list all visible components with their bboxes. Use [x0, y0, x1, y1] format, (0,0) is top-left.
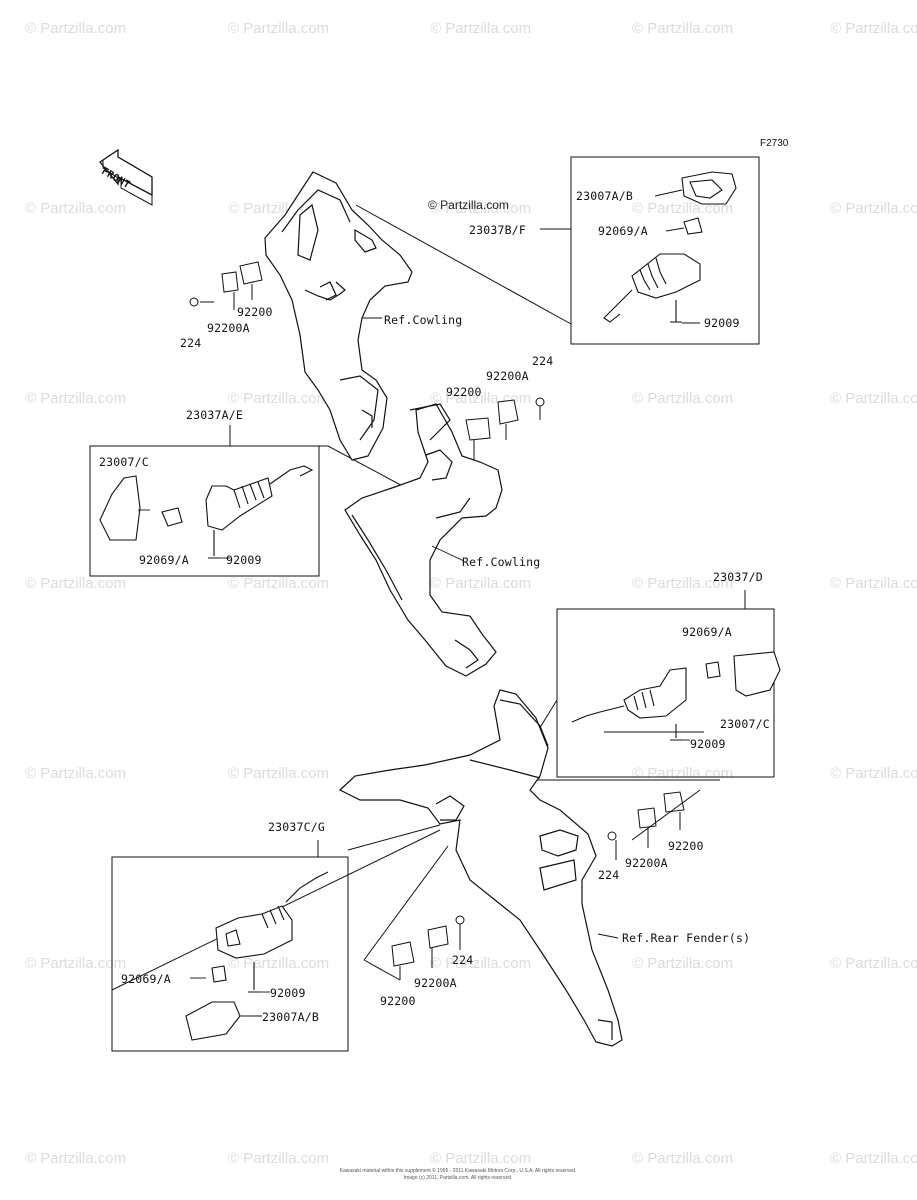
label-23007c-left: 23007/C — [99, 455, 149, 469]
label-92200a-upper: 92200A — [207, 321, 250, 335]
watermark: © Partzilla.com — [228, 575, 330, 592]
box-lower-left — [111, 856, 349, 1052]
label-224-lower: 224 — [452, 953, 474, 967]
box-upper-right — [570, 156, 760, 345]
watermark: © Partzilla.com — [632, 575, 734, 592]
label-92200a-mid: 92200A — [486, 369, 529, 383]
label-23037d: 23037/D — [713, 570, 763, 584]
label-224-mid: 224 — [532, 354, 554, 368]
watermark: © Partzilla.com — [430, 200, 532, 217]
turn-signal-upper-right — [603, 171, 737, 323]
label-92200-mid: 92200 — [446, 385, 482, 399]
watermark: © Partzilla.com — [25, 575, 127, 592]
watermark: © Partzilla.com — [25, 20, 127, 37]
label-92009-right: 92009 — [690, 737, 726, 751]
diagram-code: F2730 — [760, 138, 789, 149]
watermark: © Partzilla.com — [25, 765, 127, 782]
watermark: © Partzilla.com — [430, 955, 532, 972]
rear-fender-part — [338, 689, 623, 1047]
copyright-stamp: © Partzilla.com — [428, 198, 509, 212]
label-23037ae: 23037A/E — [186, 408, 243, 422]
label-23007c-right: 23007/C — [720, 717, 770, 731]
turn-signal-right — [571, 651, 781, 741]
watermark: © Partzilla.com — [632, 955, 734, 972]
watermark: © Partzilla.com — [228, 1150, 330, 1167]
watermark: © Partzilla.com — [632, 765, 734, 782]
watermark: © Partzilla.com — [25, 955, 127, 972]
watermark: © Partzilla.com — [430, 575, 532, 592]
watermark: © Partzilla.com — [830, 955, 917, 972]
watermark: © Partzilla.com — [830, 1150, 917, 1167]
watermark: © Partzilla.com — [830, 390, 917, 407]
front-arrow-icon — [99, 148, 153, 206]
label-ref-cowling-upper: Ref.Cowling — [384, 313, 463, 327]
label-23037cg: 23037C/G — [268, 820, 325, 834]
turn-signal-left — [99, 465, 314, 559]
watermark: © Partzilla.com — [228, 20, 330, 37]
label-ref-cowling-lower: Ref.Cowling — [462, 555, 541, 569]
label-leaders — [138, 189, 700, 1017]
label-92009-left: 92009 — [226, 553, 262, 567]
label-92200-rear: 92200 — [668, 839, 704, 853]
watermark: © Partzilla.com — [25, 1150, 127, 1167]
watermark: © Partzilla.com — [830, 575, 917, 592]
label-23007ab-lower: 23007A/B — [262, 1010, 319, 1024]
label-23007ab-upper: 23007A/B — [576, 189, 633, 203]
label-92069a-right: 92069/A — [682, 625, 732, 639]
label-92069a-left: 92069/A — [139, 553, 189, 567]
label-92200-upper: 92200 — [237, 305, 273, 319]
label-92069a-upper: 92069/A — [598, 224, 648, 238]
label-92069a-lower: 92069/A — [121, 972, 171, 986]
watermark: © Partzilla.com — [830, 200, 917, 217]
footer-line-1: Kawasaki material within this supplement… — [339, 1168, 577, 1174]
watermark: © Partzilla.com — [228, 390, 330, 407]
upper-cowling-part — [264, 171, 413, 461]
label-23037bf: 23037B/F — [469, 223, 526, 237]
label-92200-lower: 92200 — [380, 994, 416, 1008]
label-ref-rear-fender: Ref.Rear Fender(s) — [622, 931, 751, 945]
label-92009-upper: 92009 — [704, 316, 740, 330]
watermark: © Partzilla.com — [830, 20, 917, 37]
label-224-upper: 224 — [180, 336, 202, 350]
watermark: © Partzilla.com — [430, 20, 532, 37]
watermark: © Partzilla.com — [430, 1150, 532, 1167]
watermark: © Partzilla.com — [632, 1150, 734, 1167]
label-92009-lower: 92009 — [270, 986, 306, 1000]
hardware-parts — [189, 261, 701, 981]
box-left — [89, 445, 320, 577]
footer-line-2: Image (c) 2011, Partzilla.com. All right… — [403, 1175, 513, 1181]
watermark: © Partzilla.com — [228, 955, 330, 972]
watermark: © Partzilla.com — [25, 390, 127, 407]
watermark: © Partzilla.com — [830, 765, 917, 782]
watermark: © Partzilla.com — [632, 20, 734, 37]
watermark: © Partzilla.com — [25, 200, 127, 217]
label-92200a-lower: 92200A — [414, 976, 457, 990]
box-right — [556, 608, 775, 778]
label-92200a-rear: 92200A — [625, 856, 668, 870]
watermark: © Partzilla.com — [632, 390, 734, 407]
watermark: © Partzilla.com — [228, 765, 330, 782]
lower-cowling-part — [344, 403, 503, 677]
label-224-rear: 224 — [598, 868, 620, 882]
